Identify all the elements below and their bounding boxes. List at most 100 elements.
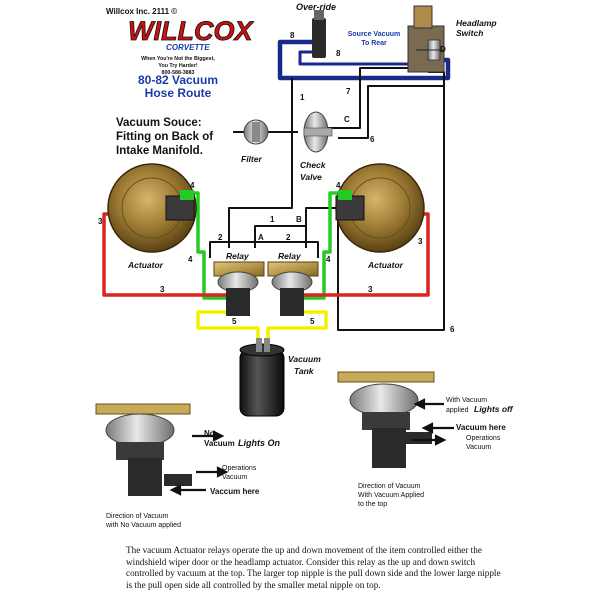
relay-left-label: Relay <box>226 251 250 261</box>
tank-label-2: Tank <box>294 366 315 376</box>
operations-right-label-1: Operations <box>466 435 501 442</box>
tagline-line-1: When You're Not the Biggest, <box>141 56 215 62</box>
hose-num: 4 <box>188 255 193 264</box>
with-vacuum-label-2: applied <box>446 407 469 414</box>
hose-num: D <box>440 45 446 54</box>
hose-8-override <box>298 50 410 66</box>
arrow-left-icon <box>421 422 434 434</box>
hose-num: B <box>296 215 302 224</box>
arrows-right-detail <box>412 398 454 446</box>
actuator-right-label: Actuator <box>367 260 404 270</box>
hose-num: 5 <box>310 317 315 326</box>
brand-sub: CORVETTE <box>166 43 210 52</box>
source-vacuum-label-1: Source Vacuum <box>348 31 401 38</box>
hose-5-right <box>266 310 328 350</box>
hose-num: 3 <box>418 237 423 246</box>
with-vacuum-label-1: With Vacuum <box>446 397 487 404</box>
vac-source-label-3: Intake Manifold. <box>116 145 203 157</box>
direction-right-label-2: With Vacuum Applied <box>358 492 424 499</box>
caption-text: The vacuum Actuator relays operate the u… <box>126 545 501 590</box>
hose-B <box>254 225 306 248</box>
actuator-left-label: Actuator <box>127 260 164 270</box>
hose-num: 4 <box>336 181 341 190</box>
hose-num: 1 <box>300 93 305 102</box>
operations-right-label-2: Vacuum <box>466 444 491 451</box>
arrow-left-icon <box>169 484 182 496</box>
arrows-left-detail <box>169 430 229 496</box>
hose-7 <box>322 67 418 129</box>
title-line-2: Hose Route <box>145 86 212 100</box>
check-valve-label-2: Valve <box>300 172 322 182</box>
hose-2 <box>209 241 319 258</box>
phone-number: 800-588-3883 <box>162 70 195 76</box>
operations-label-1: Operations <box>222 465 257 472</box>
filter-label: Filter <box>241 154 262 164</box>
tagline-line-2: You Try Harder! <box>158 63 198 69</box>
actuator-right <box>335 163 425 253</box>
arrow-right-icon <box>216 466 229 478</box>
hose-num: 2 <box>218 233 223 242</box>
override-label: Over-ride <box>296 2 336 12</box>
arrow-right-icon <box>434 434 447 446</box>
hose-num: 6 <box>450 325 455 334</box>
relay-detail-left <box>95 403 192 496</box>
hose-4-right <box>296 191 352 300</box>
hose-num: 8 <box>290 31 295 40</box>
header: Willcox Inc. 2111 © WILLCOX CORVETTE Whe… <box>106 7 255 100</box>
component-labels: Over-ride Headlamp Switch Source Vacuum … <box>116 2 497 376</box>
hose-num: 5 <box>232 317 237 326</box>
brand-logo: WILLCOX <box>128 16 254 46</box>
tank-label-1: Vacuum <box>288 354 321 364</box>
hose-number-labels: 8 8 D 7 1 C 6 4 4 4 4 3 3 3 3 1 B A 2 2 … <box>98 31 455 334</box>
right-detail-labels: With Vacuum applied Lights off Vacuum he… <box>358 397 514 508</box>
hose-num: 3 <box>98 217 103 226</box>
override-valve <box>312 10 326 58</box>
direction-left-label-2: with No Vacuum applied <box>105 522 181 529</box>
hose-num: 4 <box>326 255 331 264</box>
arrow-left-icon <box>413 398 426 410</box>
vac-source-label-2: Fitting on Back of <box>116 131 213 143</box>
hose-num: C <box>344 115 350 124</box>
left-detail-labels: No Vacuum Lights On Operations Vacuum Va… <box>105 429 280 529</box>
direction-left-label-1: Direction of Vacuum <box>106 513 169 520</box>
actuator-left <box>107 163 197 253</box>
hose-num: 3 <box>368 285 373 294</box>
hose-num: 7 <box>346 87 351 96</box>
vacuum-here-label: Vacuum here <box>456 423 506 432</box>
headlamp-label-1: Headlamp <box>456 18 497 28</box>
hose-num: 8 <box>336 49 341 58</box>
hose-num: 1 <box>270 215 275 224</box>
hose-num: 3 <box>160 285 165 294</box>
title-line-1: 80-82 Vacuum <box>138 73 218 87</box>
hose-5-left <box>196 310 260 350</box>
relay-detail-right <box>337 371 435 468</box>
check-valve <box>303 111 333 153</box>
lights-off-label: Lights off <box>474 404 514 414</box>
hose-6-lower <box>305 86 445 331</box>
no-vacuum-label-1: No <box>204 429 215 438</box>
source-vacuum-label-2: To Rear <box>361 40 387 47</box>
vac-source-label-1: Vacuum Souce: <box>116 117 202 129</box>
lights-on-label: Lights On <box>238 438 280 448</box>
direction-right-label-3: to the top <box>358 501 387 508</box>
headlamp-label-2: Switch <box>456 28 483 38</box>
hose-num: 2 <box>286 233 291 242</box>
operations-label-2: Vacuum <box>222 474 247 481</box>
hose-num: 4 <box>190 181 195 190</box>
relay-left <box>213 261 265 316</box>
vaccum-here-label: Vaccum here <box>210 487 260 496</box>
direction-right-label-1: Direction of Vacuum <box>358 483 421 490</box>
relay-right-label: Relay <box>278 251 302 261</box>
copyright-text: Willcox Inc. 2111 © <box>106 7 177 16</box>
vacuum-filter <box>243 119 269 145</box>
hose-num: 6 <box>370 135 375 144</box>
relay-right <box>267 261 319 316</box>
headlamp-switch <box>407 5 445 73</box>
vacuum-tank <box>239 338 285 417</box>
hose-num: A <box>258 233 264 242</box>
hose-8-source <box>277 39 451 81</box>
check-valve-label-1: Check <box>300 160 327 170</box>
arrow-right-icon <box>212 430 225 442</box>
